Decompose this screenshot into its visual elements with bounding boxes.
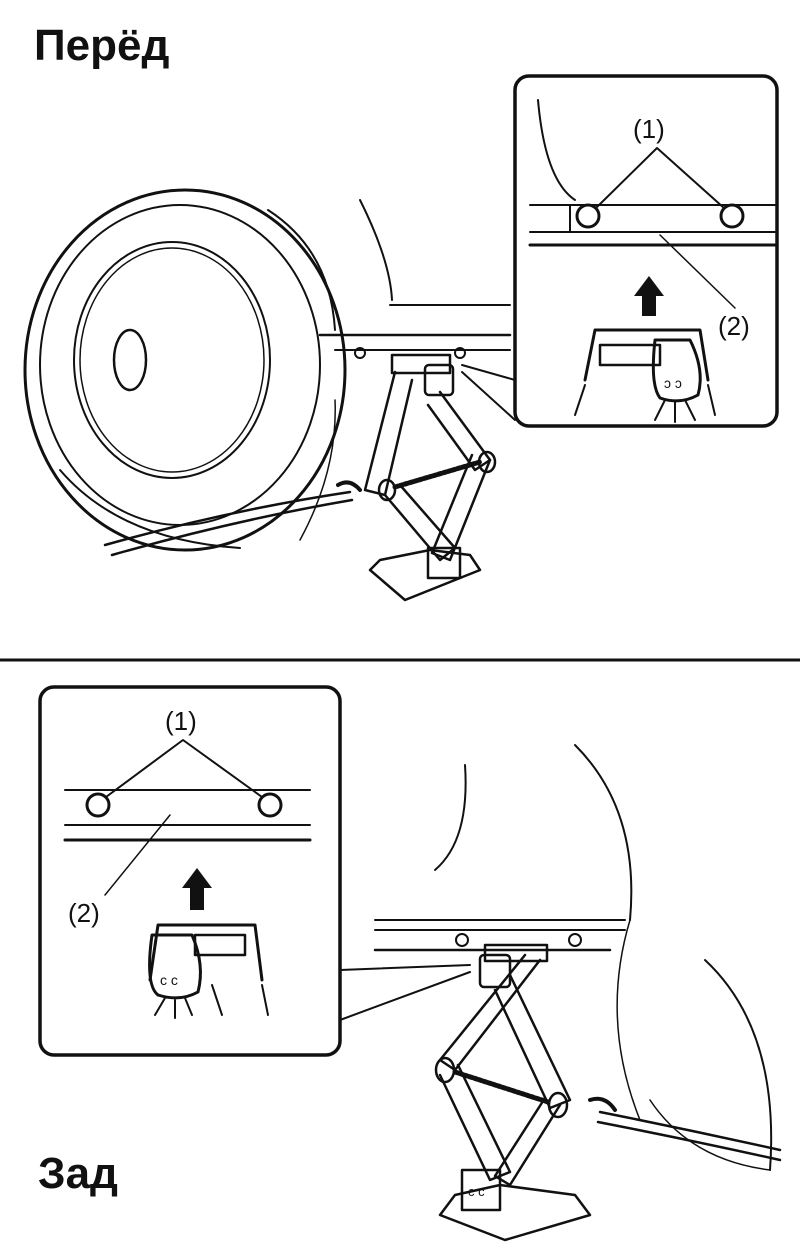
front-up-arrow-icon: [634, 276, 664, 316]
front-inset: (1) (2) ↄ ↄ: [513, 74, 779, 428]
rear-inset: (1) (2) c c: [38, 685, 342, 1057]
front-scissor-jack: [103, 353, 497, 602]
rear-inset-label-points: (1): [165, 706, 197, 736]
front-inset-leader-bottom: [461, 371, 516, 421]
svg-text:c c: c c: [468, 1184, 485, 1199]
rear-panel: (1) (2) c c: [38, 685, 782, 1242]
front-title: Перёд: [34, 21, 169, 70]
rear-inset-leader-top: [339, 964, 471, 971]
rear-up-arrow-icon: [182, 868, 212, 910]
svg-text:ↄ ↄ: ↄ ↄ: [664, 375, 682, 391]
front-inset-label-points: (1): [633, 114, 665, 144]
front-inset-label-sill: (2): [718, 311, 750, 341]
rear-scissor-jack: c c: [434, 943, 782, 1242]
svg-text:c c: c c: [160, 972, 178, 988]
rear-title: Зад: [38, 1149, 118, 1198]
front-wheel: [23, 188, 347, 552]
rear-inset-leader-bottom: [339, 971, 471, 1021]
front-car-body: [267, 199, 512, 541]
front-inset-leader-top: [461, 364, 516, 381]
front-panel: Перёд: [23, 21, 779, 602]
rear-car-body: [373, 744, 773, 1171]
rear-inset-label-sill: (2): [68, 898, 100, 928]
